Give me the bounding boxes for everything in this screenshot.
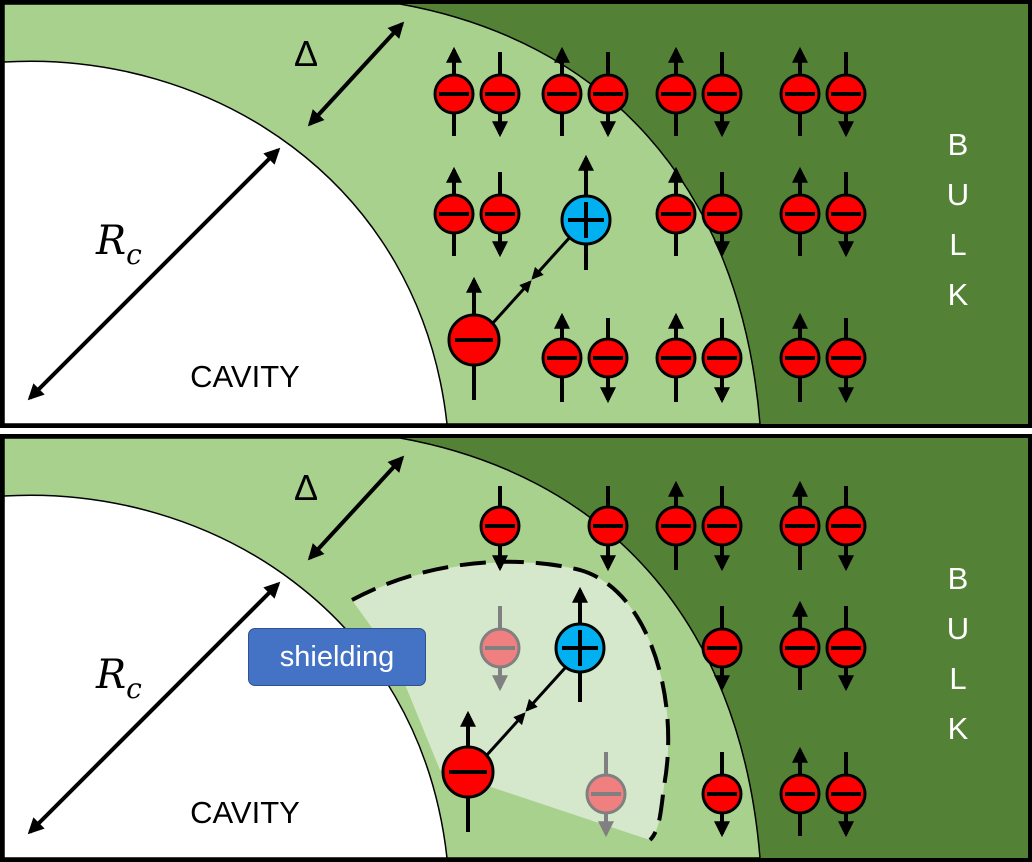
top-hole-electron-pair	[447, 154, 612, 400]
shield-boundary	[351, 559, 671, 842]
top-bulk-letter-b: B	[948, 127, 969, 162]
top-delta-label: Δ	[294, 33, 318, 74]
bottom-delta-label: Δ	[294, 467, 318, 508]
shielding-badge: shielding	[248, 628, 426, 686]
bottom-bulk-letter-b: B	[948, 561, 969, 596]
bottom-bulk-letter-l: L	[949, 661, 966, 696]
top-radius-label: Rc	[95, 218, 142, 271]
bottom-hole-electron-pair	[441, 586, 606, 832]
bottom-panel-border	[0, 434, 1032, 862]
top-cavity-label: CAVITY	[190, 359, 300, 394]
bottom-cavity-label: CAVITY	[190, 795, 300, 830]
bottom-panel: Δ Rc CAVITY B U L K	[0, 434, 1032, 862]
bottom-electrons	[479, 480, 867, 838]
top-radius-arrow	[27, 147, 281, 401]
bottom-bulk-letter-k: K	[948, 711, 969, 746]
top-electron-pairs	[433, 46, 867, 404]
top-bulk-letter-l: L	[949, 227, 966, 262]
top-bulk-letter-u: U	[947, 177, 969, 212]
top-panel: Δ Rc CAVITY B U L K	[0, 0, 1032, 428]
bottom-radius-arrow	[27, 581, 281, 835]
top-delta-arrow	[307, 21, 405, 127]
top-bulk-letter-k: K	[948, 277, 969, 312]
top-panel-border	[0, 0, 1032, 428]
bottom-delta-arrow	[307, 455, 405, 561]
bottom-bulk-letter-u: U	[947, 611, 969, 646]
bottom-radius-label: Rc	[95, 652, 142, 705]
